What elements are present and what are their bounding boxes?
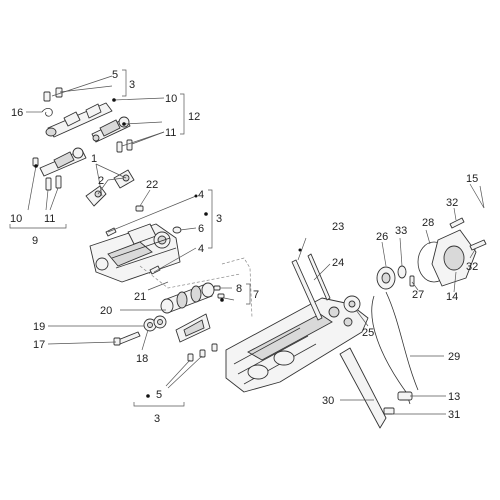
callout-18: 18 [136,353,148,365]
pin-27 [409,275,415,287]
plug-6 [172,226,182,234]
cam-gear-housing [175,313,211,343]
callout-25: 25 [362,327,374,339]
callout-10-upper: 10 [165,93,177,105]
callout-16: 16 [11,107,23,119]
callout-30: 30 [322,395,334,407]
callout-11-left: 11 [44,213,55,225]
washers-18-19 [143,315,167,332]
callout-5-upper: 5 [112,69,118,81]
chain-sprocket-25 [343,295,361,313]
callout-14: 14 [446,291,458,303]
callout-24: 24 [332,257,344,269]
callout-20: 20 [100,305,112,317]
tensioner-guide-30 [339,347,387,429]
bolts-5-lower [187,343,218,362]
callout-7: 7 [253,289,259,301]
callout-21: 21 [134,291,146,303]
bolt-4-lower [149,265,161,275]
camshaft [160,282,215,314]
cam-pins-8 [213,285,225,299]
callout-3-upper: 3 [129,79,135,91]
callout-19: 19 [33,321,45,333]
callout-9: 9 [32,235,38,247]
callout-12: 12 [188,111,200,123]
callout-15: 15 [466,173,478,185]
callout-5-lower: 5 [156,389,162,401]
callout-11-upper: 11 [165,127,176,139]
callout-6: 6 [198,223,204,235]
side-cover-14 [431,229,477,287]
timing-chain-29 [371,291,419,405]
callout-23: 23 [332,221,344,233]
callout-32-upper: 32 [446,197,458,209]
callout-3-lower: 3 [154,413,160,425]
callout-31: 31 [448,409,460,421]
callout-2: 2 [98,175,104,187]
callout-3-middle: 3 [216,213,222,225]
studs-23-24 [291,253,331,321]
callout-13: 13 [448,391,460,403]
bolt-17 [113,331,141,346]
callout-4-lower: 4 [198,243,204,255]
rocker-shaft-upper [45,102,113,138]
callout-28: 28 [422,217,434,229]
dowel-22 [135,205,144,212]
callout-8: 8 [236,283,242,295]
callout-10-left: 10 [10,213,22,225]
callout-22: 22 [146,179,158,191]
callout-32-lower: 32 [466,261,478,273]
small-bolts-top [43,87,63,102]
spacer-33 [397,265,407,279]
callout-1: 1 [91,153,97,165]
callout-4-upper: 4 [198,189,204,201]
cam-carrier [89,223,181,283]
rocker-shaft-right [91,116,131,143]
pins-11-right [116,139,133,153]
pins-11-left [45,175,62,191]
rocker-shaft-left [39,147,87,177]
callout-27: 27 [412,289,424,301]
rocker-arms-2 [85,169,135,207]
cylinder-head [225,297,369,393]
spring-clip [41,108,53,117]
tensioner-13-31 [383,391,413,415]
callout-29: 29 [448,351,460,363]
callout-17: 17 [33,339,45,351]
bolts-32 [449,217,487,251]
callout-26: 26 [376,231,388,243]
callout-33: 33 [395,225,407,237]
cam-sprocket-26 [376,266,396,290]
